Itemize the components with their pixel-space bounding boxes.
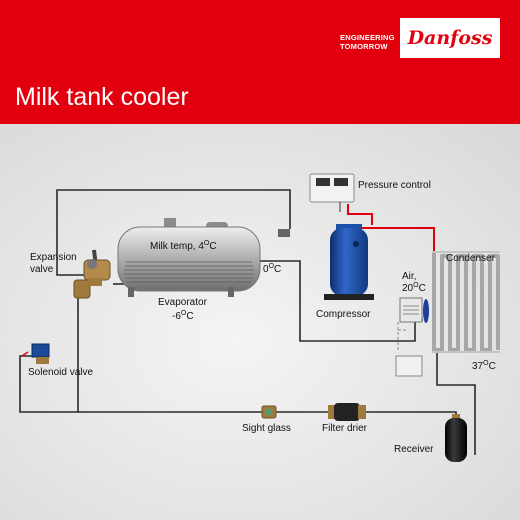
danfoss-logo: Danfoss [400, 18, 500, 58]
filter-drier-label: Filter drier [322, 423, 368, 434]
milk-tank [117, 218, 290, 297]
tagline-line-1: ENGINEERING [340, 33, 395, 42]
brand-tagline: ENGINEERING TOMORROW [340, 33, 395, 51]
hot-gas-line [347, 204, 435, 252]
tagline-line-2: TOMORROW [340, 42, 388, 51]
milk-temp-label: Milk temp, 4OC [150, 240, 217, 252]
pipe-condenser-outlet [436, 352, 476, 455]
air-temp-label: Air,20OC [402, 271, 426, 294]
receiver [445, 414, 467, 462]
solenoid-valve [21, 343, 50, 364]
zero-temp-label: 0OC [263, 263, 282, 275]
pipe-bulb-line [56, 189, 291, 276]
logo-wordmark: Danfoss [407, 27, 493, 49]
receiver-label: Receiver [394, 444, 434, 455]
condenser-label: Condenser [446, 253, 495, 264]
solenoid-valve-label: Solenoid valve [28, 367, 94, 378]
condenser-fan [395, 297, 429, 377]
compressor-label: Compressor [316, 309, 371, 320]
expansion-valve [73, 249, 111, 299]
evaporator-label: Evaporator [158, 297, 207, 308]
pressure-control-label: Pressure control [358, 180, 431, 191]
pipe-solenoid-loop [19, 355, 78, 413]
page-title: Milk tank cooler [15, 83, 189, 111]
sight-glass [261, 405, 277, 419]
evaporator-temp-label: -6OC [172, 310, 194, 322]
pressure-control [309, 173, 355, 212]
filter-drier [328, 403, 366, 421]
sight-glass-label: Sight glass [242, 423, 291, 434]
condenser-temp-label: 37OC [472, 360, 496, 372]
compressor [324, 224, 374, 300]
condenser-coil [432, 251, 500, 353]
refrigeration-diagram [19, 173, 500, 462]
